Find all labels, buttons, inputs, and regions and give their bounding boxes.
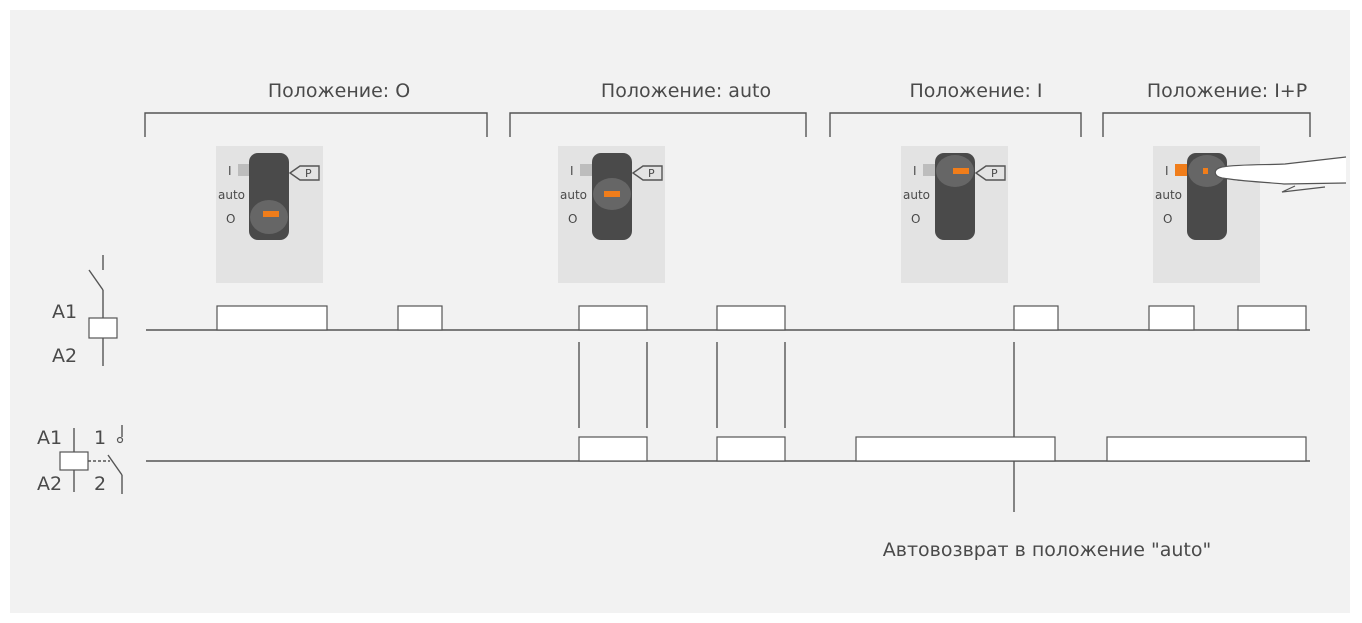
output-pulse — [1106, 436, 1307, 462]
control-pulse — [1013, 305, 1059, 331]
output-pulse — [716, 436, 786, 462]
auto-return-note: Автовозврат в положение "auto" — [883, 539, 1211, 561]
svg-text:auto: auto — [903, 188, 930, 202]
svg-text:auto: auto — [218, 188, 245, 202]
svg-text:O: O — [568, 212, 577, 226]
control-pulse — [216, 305, 328, 331]
svg-text:auto: auto — [1155, 188, 1182, 202]
position-label-i: Положение: I — [910, 80, 1043, 102]
coil-symbol — [88, 255, 118, 366]
switch-icon-position-o: I auto O P — [216, 146, 323, 283]
coil-label-a1: A1 — [52, 301, 77, 323]
svg-text:P: P — [648, 167, 655, 180]
control-pulse — [578, 305, 648, 331]
relay-label-a2: A2 — [37, 473, 62, 495]
coil-label-a2: A2 — [52, 345, 77, 367]
svg-text:auto: auto — [560, 188, 587, 202]
output-pulse — [578, 436, 648, 462]
finger-press-icon — [1214, 156, 1347, 193]
position-label-auto: Положение: auto — [601, 80, 771, 102]
svg-text:O: O — [226, 212, 235, 226]
bracket-o — [144, 112, 488, 137]
svg-text:I: I — [228, 164, 232, 178]
bracket-i — [829, 112, 1082, 137]
output-signal-pulses — [578, 436, 1307, 462]
svg-text:I: I — [570, 164, 574, 178]
relay-contact-label-2: 2 — [94, 473, 106, 495]
switch-icon-position-i: I auto O P — [901, 146, 1008, 283]
control-pulse — [397, 305, 443, 331]
output-pulse — [855, 436, 1056, 462]
relay-symbol — [59, 425, 124, 494]
bracket-i-p — [1102, 112, 1311, 137]
control-signal-pulses — [216, 305, 1307, 331]
svg-text:I: I — [1165, 164, 1169, 178]
bracket-auto — [509, 112, 807, 137]
position-label-o: Положение: O — [268, 80, 410, 102]
switch-icon-position-auto: I auto O P — [558, 146, 665, 283]
svg-text:P: P — [305, 167, 312, 180]
control-pulse — [1237, 305, 1307, 331]
transfer-lines — [578, 342, 786, 428]
relay-contact-label-1: 1 — [94, 427, 106, 449]
control-pulse — [1148, 305, 1195, 331]
position-label-i-p: Положение: I+P — [1147, 80, 1307, 102]
control-pulse — [716, 305, 786, 331]
svg-text:O: O — [1163, 212, 1172, 226]
relay-label-a1: A1 — [37, 427, 62, 449]
svg-text:I: I — [913, 164, 917, 178]
svg-text:O: O — [911, 212, 920, 226]
svg-text:P: P — [991, 167, 998, 180]
